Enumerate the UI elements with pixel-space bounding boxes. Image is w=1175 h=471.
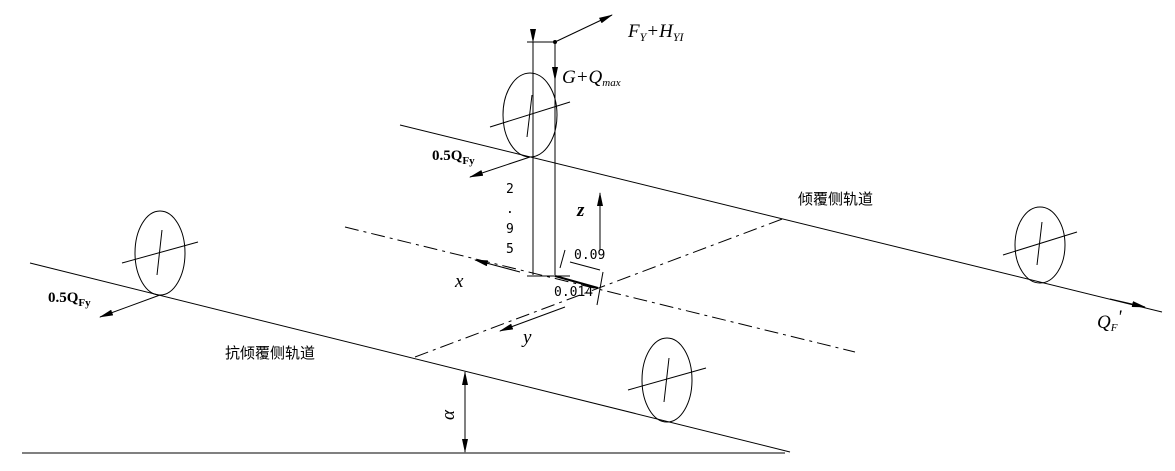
wheel-right: [1002, 206, 1078, 284]
wind-left-arrow: [99, 294, 161, 318]
dim-009-line: [569, 261, 601, 271]
height-digit: .: [506, 202, 514, 217]
axis-y-label: y: [521, 327, 532, 348]
overturn-rail-label: 倾覆侧轨道: [798, 191, 873, 208]
alpha-label: α: [438, 409, 459, 420]
wheel-bottom: [627, 337, 707, 423]
x-arrow: [474, 259, 521, 273]
axis-z-label: z: [576, 200, 585, 221]
height-digit: 5: [506, 242, 514, 257]
overturn-rail-line: [399, 124, 1163, 313]
height-digit: 9: [506, 222, 514, 237]
wheel-top: [489, 72, 571, 158]
dim-extension: [559, 249, 566, 269]
wheel-left: [121, 210, 199, 296]
wind-top-label: 0.5QFy: [432, 148, 475, 167]
force-f-arrow: [554, 14, 613, 43]
dim-0014: 0.014: [554, 285, 593, 300]
y-arrow: [499, 306, 566, 332]
dim-extension: [596, 271, 604, 306]
qf-arrow: [1109, 298, 1146, 308]
dim-0014-line: [554, 275, 599, 289]
anti-overturn-rail-label: 抗倾覆侧轨道: [225, 345, 315, 362]
dim-009: 0.09: [574, 248, 605, 263]
height-digit: 2: [506, 182, 514, 197]
qf-label: QF': [1097, 307, 1122, 334]
force-f-label: FY+HYI: [627, 21, 685, 44]
gravity-label: G+Qmax: [562, 67, 621, 89]
wind-left-label: 0.5QFy: [48, 290, 91, 309]
anti-overturn-rail-line: [29, 262, 791, 453]
axis-x-label: x: [454, 271, 464, 292]
wind-top-arrow: [469, 156, 531, 178]
